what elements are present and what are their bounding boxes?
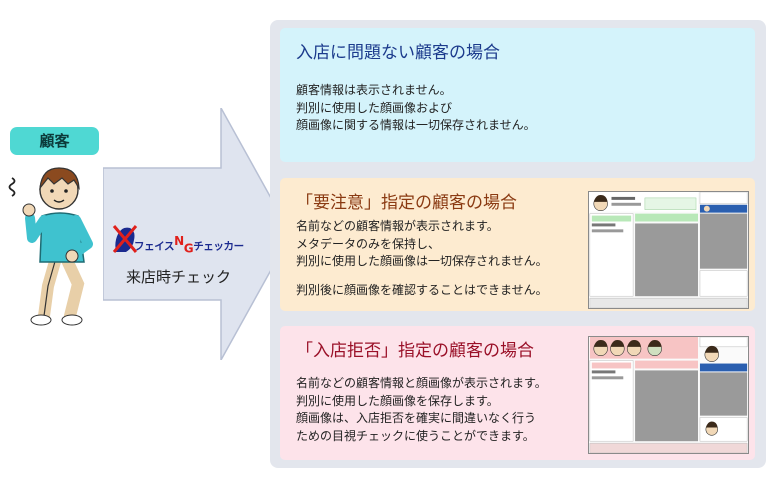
card-title: 「要注意」指定の顧客の場合 xyxy=(296,193,517,213)
card-body: 顧客情報は表示されません。 判別に使用した顔画像および 顔画像に関する情報は一切… xyxy=(296,83,536,132)
motion-squiggle-icon xyxy=(8,177,16,197)
card-body: 名前などの顧客情報が表示されます。 メタデータのみを保持し、 判別に使用した顔画… xyxy=(296,219,548,297)
visit-check-label: 来店時チェック xyxy=(126,268,232,286)
logo-wordmark: フェイスNGチェッカー xyxy=(134,234,244,256)
face-ng-checker-logo: フェイスNGチェッカー xyxy=(112,222,270,256)
face-thumbnails xyxy=(593,339,662,356)
card-no-issue: 入店に問題ない顧客の場合 顧客情報は表示されません。 判別に使用した顔画像および… xyxy=(280,28,755,162)
caution-screen-thumbnail xyxy=(588,191,749,309)
customer-illustration xyxy=(8,167,93,326)
refuse-screen-thumbnail xyxy=(588,336,749,454)
face-silhouette-icon xyxy=(112,225,138,253)
card-title: 「入店拒否」指定の顧客の場合 xyxy=(296,341,534,361)
customer-badge: 顧客 xyxy=(10,127,99,155)
card-title: 入店に問題ない顧客の場合 xyxy=(296,43,500,63)
flow-arrow xyxy=(103,108,292,360)
card-body: 名前などの顧客情報と顔画像が表示されます。 判別に使用した顔画像を保存します。 … xyxy=(296,376,547,443)
